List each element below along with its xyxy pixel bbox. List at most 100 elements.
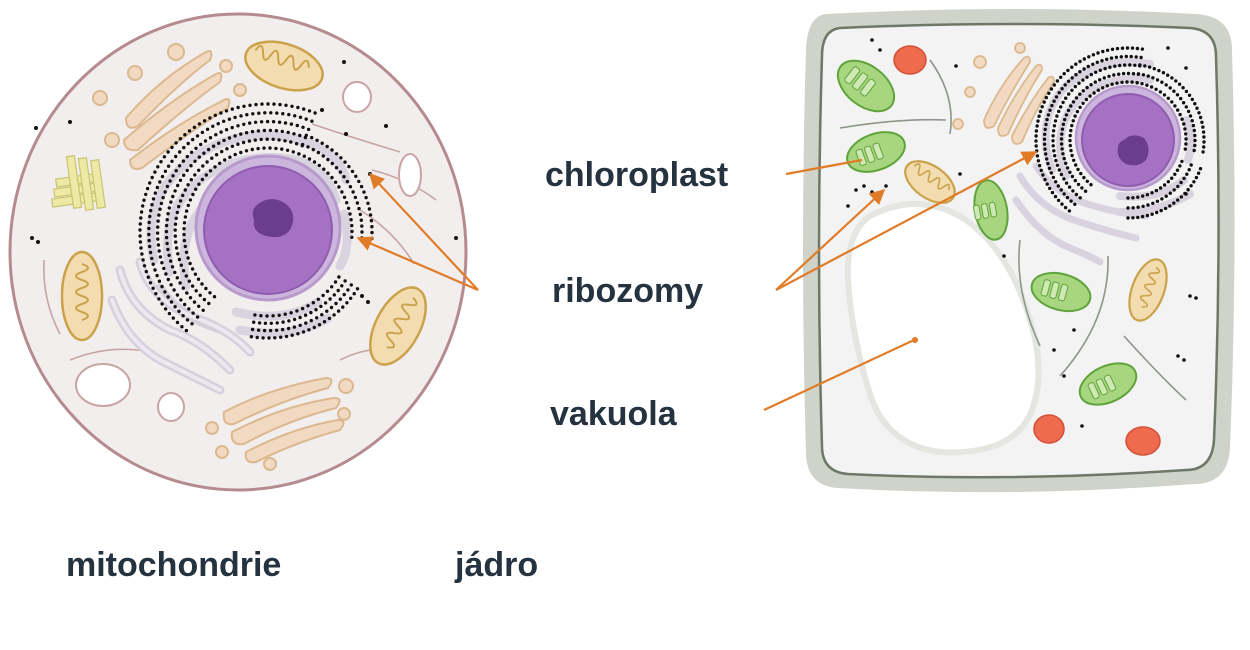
ribosome-dot	[1202, 135, 1206, 139]
ribosome-dot	[181, 159, 186, 163]
ribosome-dot	[156, 225, 160, 229]
ribosome-dot	[1138, 63, 1142, 67]
ribosome-dot	[188, 261, 192, 266]
ribosome-dot	[1194, 175, 1199, 180]
ribosome-dot	[325, 144, 329, 149]
ribosome-dot	[1053, 119, 1058, 123]
ribosome-dot	[317, 323, 322, 327]
ribosome-dot	[1049, 171, 1054, 175]
ribosome-dot	[250, 327, 255, 332]
ribosome-dot	[227, 136, 232, 140]
ribosome-dot	[333, 280, 338, 284]
ribosome-dot	[190, 284, 195, 288]
ribosome-dot	[213, 113, 217, 118]
ribosome-dot	[1168, 86, 1172, 90]
ribosome-dot	[182, 221, 187, 225]
ribosome-dot	[188, 198, 193, 202]
ribosome-dot	[342, 195, 347, 199]
ribosome-dot	[171, 316, 175, 320]
ribosome-dot	[268, 146, 272, 150]
ribosome-dot	[1074, 192, 1079, 197]
ribosome-dot	[176, 183, 180, 188]
ribosome-dot	[1114, 55, 1119, 59]
ribosome-dot	[1091, 53, 1096, 57]
ribosome-dot	[225, 147, 229, 151]
ribosome-dot	[1073, 114, 1077, 118]
ribosome-dot	[1145, 193, 1150, 197]
ribosome-dot	[166, 247, 170, 252]
ribosome-dot	[160, 261, 164, 265]
ribosome-dot	[1136, 72, 1141, 76]
ribosome-dot	[1061, 100, 1065, 105]
ribosome-dot	[300, 306, 305, 311]
ribosome-dot	[265, 137, 269, 141]
ribosome-dot	[245, 113, 249, 117]
animal-cell	[8, 12, 468, 492]
ribosome-dot	[1046, 113, 1051, 117]
ribosome-dot	[300, 142, 305, 147]
ribosome-dot	[1065, 166, 1070, 170]
ribosome-dot	[174, 154, 178, 159]
ribosome-dot	[314, 308, 318, 312]
ribosome-dot	[1048, 108, 1052, 112]
ribosome-dot	[138, 228, 142, 232]
ribosome-dot	[169, 259, 173, 263]
ribosome-dot	[370, 236, 374, 241]
ribosome-dot	[1184, 137, 1188, 141]
ribosome-dot	[147, 238, 151, 243]
ribosome-dot	[1149, 85, 1154, 89]
ribosome-dot	[326, 157, 330, 162]
ribosome-dot	[251, 112, 255, 116]
ribosome-dot	[150, 203, 154, 207]
ribosome-dot	[312, 160, 317, 164]
rough-er	[146, 130, 352, 338]
ribosome-dot	[273, 336, 277, 340]
ribosome-dot	[1043, 177, 1047, 182]
ribosome-dot	[268, 128, 273, 133]
ribosome-dot	[1053, 154, 1057, 158]
plant-ribosomes-on-er	[1034, 46, 1206, 220]
ribosome-dot	[1160, 197, 1164, 201]
ribosome-dot	[1054, 95, 1059, 99]
ribosome-dot	[169, 300, 174, 304]
ribosome-dot	[182, 232, 186, 237]
ribosome-dot	[327, 316, 332, 321]
ribosome-dot	[1186, 109, 1191, 114]
ribosome-dot	[1082, 175, 1086, 180]
ribosome-dot	[182, 238, 187, 243]
ribosome-dot	[1184, 89, 1189, 94]
ribosome-dot	[1098, 68, 1103, 73]
ribosome-dot	[359, 184, 364, 189]
ribosome-dot	[175, 276, 179, 280]
ribosome-dot	[1076, 167, 1080, 172]
ribosome-dot	[1045, 117, 1049, 122]
ribosome-dot	[284, 334, 289, 339]
ribosome-dot	[176, 252, 180, 256]
ribosome-dot	[178, 137, 183, 141]
ribosome-dot	[358, 212, 362, 217]
ribosome-dot	[1036, 159, 1041, 163]
ribosome-dot	[218, 161, 222, 165]
ribosome-dot	[292, 325, 297, 329]
ribosome-dot	[1125, 46, 1130, 50]
ribosome-dot	[348, 185, 353, 189]
ribosome-dot	[220, 149, 224, 154]
ribosome-dot	[1043, 132, 1047, 136]
ribosome-dot	[255, 335, 259, 340]
ribosome-dot	[298, 133, 302, 138]
ribosome-dot	[177, 309, 181, 313]
ribosome-dot	[272, 102, 276, 106]
ribosome-dot	[157, 279, 162, 283]
ribosome-dot	[307, 109, 312, 113]
arrow-ribosomes-animal-2	[356, 236, 479, 292]
ribosome-dot	[351, 190, 355, 194]
ribosome-dot	[1173, 104, 1177, 108]
golgi-apparatus	[92, 43, 247, 170]
ribosome-dot	[1136, 195, 1140, 199]
ribosome-dot	[168, 179, 172, 183]
ribosome-dot	[362, 190, 366, 194]
ribosome-dot	[1193, 143, 1197, 148]
ribosome-dot	[1179, 195, 1184, 199]
ribosome-dot	[148, 250, 153, 255]
ribosome-dot	[275, 111, 279, 115]
